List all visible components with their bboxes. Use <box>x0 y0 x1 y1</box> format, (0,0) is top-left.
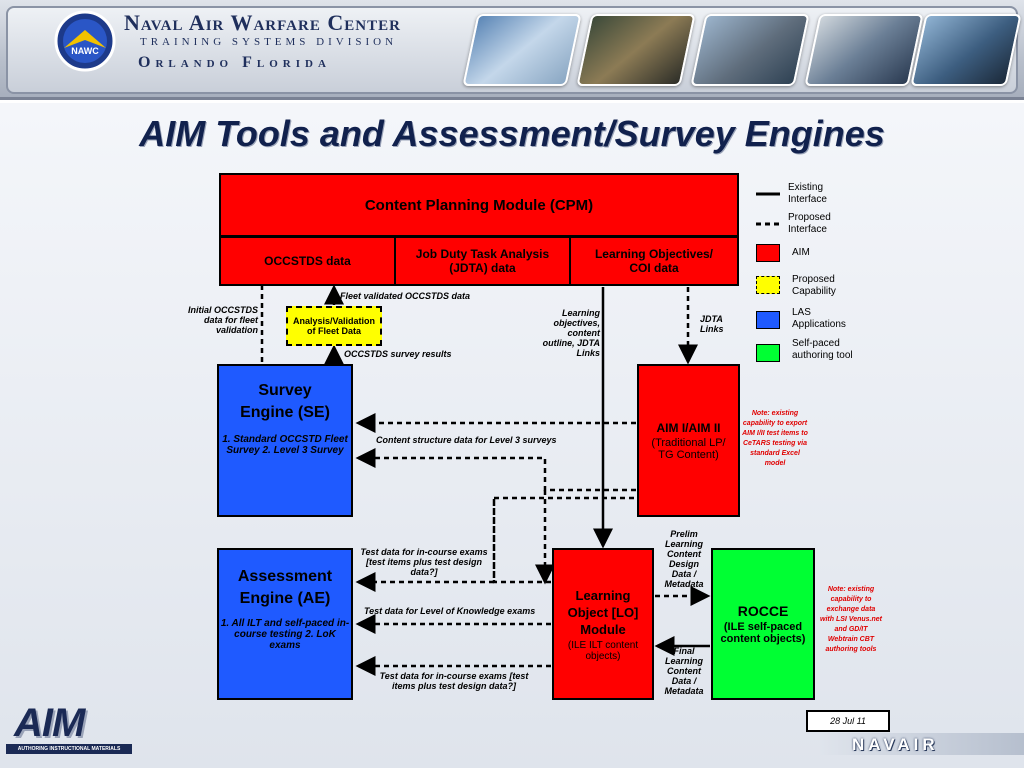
label-prelim: Prelim Learning Content Design Data / Me… <box>664 529 704 589</box>
page-title: AIM Tools and Assessment/Survey Engines <box>139 113 885 154</box>
logo-text: NAWC <box>71 46 99 56</box>
label-learning-objectives: Learning objectives, content outline, JD… <box>542 308 600 358</box>
navair-footer-bar <box>820 733 1024 755</box>
header-line1: Naval Air Warfare Center <box>124 10 401 35</box>
label-initial-occstds: Initial OCCSTDS data for fleet validatio… <box>187 305 258 335</box>
legend-proposed-interface-text: Proposed Interface <box>788 212 831 235</box>
analysis-box: Analysis/Validation of Fleet Data <box>286 306 382 346</box>
legend-las-swatch <box>756 311 780 329</box>
occstds-label: OCCSTDS data <box>264 254 351 268</box>
note-aim-export: Note: existing capability to export AIM … <box>742 410 808 467</box>
lo-module-title: Learning Object [LO] Module <box>567 587 639 637</box>
nawc-logo: NAWC <box>54 10 116 72</box>
assessment-engine-box: Assessment Engine (AE) 1. All ILT and se… <box>217 548 353 700</box>
cpm-label: Content Planning Module (CPM) <box>364 196 594 214</box>
rocce-title: ROCCE <box>737 603 789 619</box>
aim-footer-logo-sub: AUTHORING INSTRUCTIONAL MATERIALS <box>6 744 132 754</box>
label-test-inc2: Test data for in-course exams [test item… <box>379 671 529 691</box>
label-jdta-links: JDTA Links <box>700 314 724 334</box>
assessment-engine-items: 1. All ILT and self-paced in-course test… <box>220 618 350 651</box>
rocce-box: ROCCE (ILE self-paced content objects) <box>711 548 815 700</box>
legend-proposed-swatch <box>756 276 780 294</box>
aim-box: AIM I/AIM II (Traditional LP/ TG Content… <box>637 364 740 517</box>
occstds-box: OCCSTDS data <box>219 236 396 286</box>
lo-module-box: Learning Object [LO] Module (ILE ILT con… <box>552 548 654 700</box>
date-box: 28 Jul 11 <box>806 710 890 732</box>
label-test-inc: Test data for in-course exams [test item… <box>360 547 488 577</box>
legend-proposed-capability-text: Proposed Capability <box>792 274 836 297</box>
aim-title: AIM I/AIM II <box>656 420 721 435</box>
header-line3: Orlando Florida <box>138 54 331 71</box>
label-survey-results: OCCSTDS survey results <box>344 349 452 359</box>
survey-engine-items: 1. Standard OCCSTD Fleet Survey 2. Level… <box>222 434 348 456</box>
assessment-engine-title: Assessment Engine (AE) <box>237 568 333 607</box>
legend-selfpaced-text: Self-paced authoring tool <box>792 338 853 361</box>
label-test-lok: Test data for Level of Knowledge exams <box>364 606 536 616</box>
legend-selfpaced-swatch <box>756 344 780 362</box>
aim-footer-logo-text: AIM <box>14 701 85 745</box>
note-rocce-exchange: Note: existing capability to exchange da… <box>820 586 882 653</box>
legend-existing-text: Existing Interface <box>788 182 827 205</box>
jdta-box: Job Duty Task Analysis (JDTA) data <box>394 236 571 286</box>
aim-footer-logo: AIM AUTHORING INSTRUCTIONAL MATERIALS <box>6 701 132 757</box>
legend-las-text: LAS Applications <box>792 307 846 330</box>
aim-sub: (Traditional LP/ TG Content) <box>651 436 726 461</box>
lo-coi-box: Learning Objectives/ COI data <box>569 236 739 286</box>
analysis-label: Analysis/Validation of Fleet Data <box>292 316 376 336</box>
header-line2: Training Systems Division <box>140 36 398 48</box>
survey-engine-title: Survey Engine (SE) <box>240 382 330 421</box>
survey-engine-box: Survey Engine (SE) 1. Standard OCCSTD Fl… <box>217 364 353 517</box>
jdta-label: Job Duty Task Analysis (JDTA) data <box>415 247 550 275</box>
lo-coi-label: Learning Objectives/ COI data <box>594 247 714 275</box>
lo-module-sub: (ILE ILT content objects) <box>567 639 639 662</box>
date-text: 28 Jul 11 <box>830 716 866 726</box>
navair-logo: NAVAIR <box>852 735 939 754</box>
legend-aim-swatch <box>756 244 780 262</box>
label-content-structure: Content structure data for Level 3 surve… <box>376 435 557 445</box>
lo-to-assess-inc <box>492 498 551 584</box>
cpm-box: Content Planning Module (CPM) <box>219 173 739 237</box>
rocce-sub: (ILE self-paced content objects) <box>720 621 806 645</box>
label-fleet-validated: Fleet validated OCCSTDS data <box>340 291 471 301</box>
label-final: Final Learning Content Data / Metadata <box>664 646 704 696</box>
aim-to-survey-2 <box>355 448 636 492</box>
legend-aim-text: AIM <box>792 247 810 258</box>
